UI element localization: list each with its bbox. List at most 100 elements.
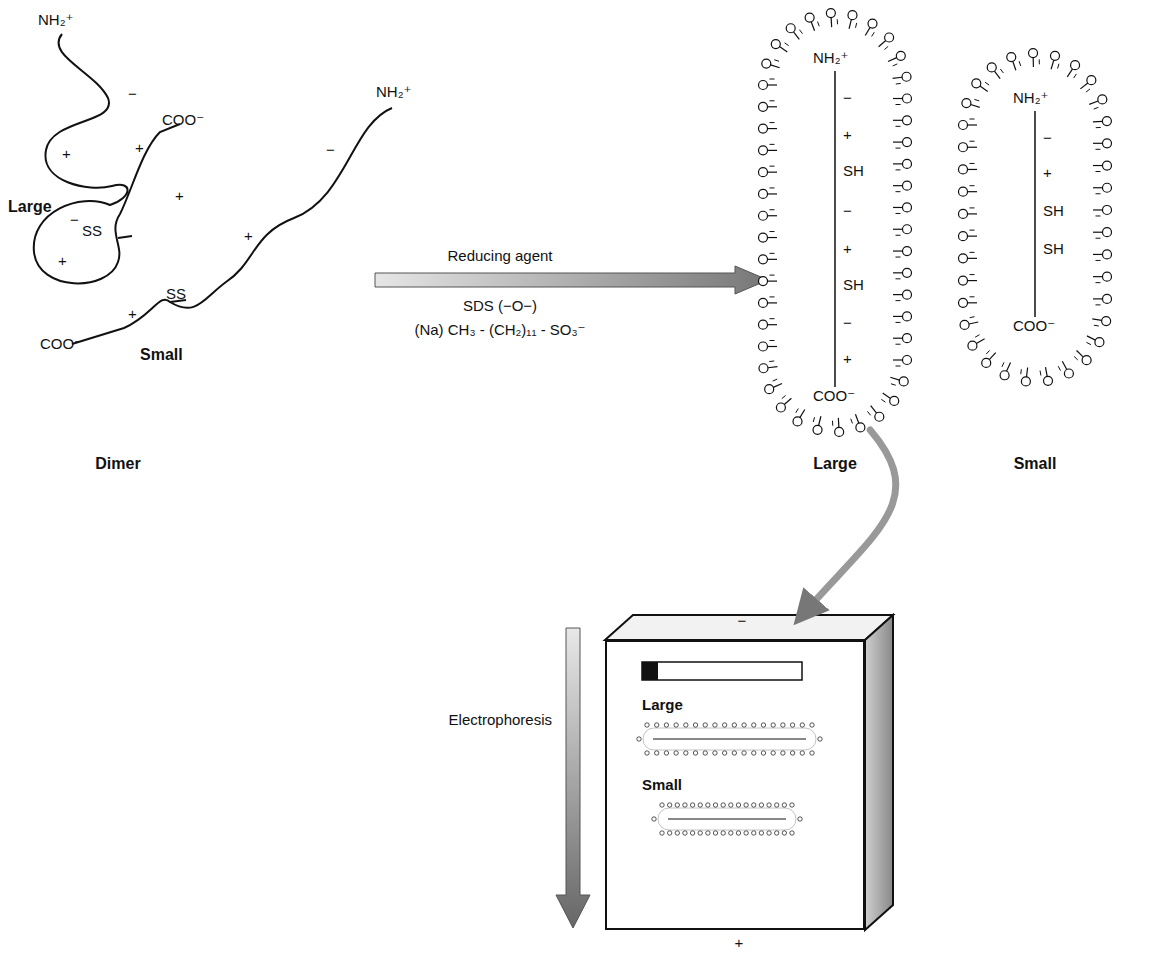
- sds-molecule: [1093, 205, 1112, 216]
- sds-molecule: [867, 406, 883, 422]
- text-label: Electrophoresis: [449, 712, 552, 729]
- sds-molecule: [759, 297, 778, 308]
- sds-molecule: [805, 13, 819, 31]
- text-label: +: [735, 935, 744, 952]
- charge-label: SH: [843, 277, 864, 294]
- sds-molecule: [893, 94, 912, 105]
- charge-label: +: [843, 351, 852, 368]
- disulfide: [118, 236, 186, 302]
- sds-molecule: [793, 409, 805, 426]
- sds-molecule: [759, 232, 778, 243]
- small-chain: [72, 108, 392, 344]
- sds-molecule: [962, 99, 980, 108]
- sds-molecule: [959, 119, 978, 130]
- sds-molecule: [879, 33, 894, 50]
- sds-molecule: [1093, 139, 1112, 150]
- sds-molecule: [759, 319, 778, 330]
- sds-molecule: [968, 335, 985, 350]
- charge-label: −: [1043, 130, 1052, 147]
- sds-molecule: [759, 144, 778, 155]
- sds-molecule: [1093, 183, 1112, 194]
- sds-molecule: [890, 377, 908, 386]
- sds-molecule: [1021, 368, 1031, 386]
- sds-molecule: [759, 210, 778, 221]
- sds-molecule: [959, 186, 978, 197]
- sds-molecule: [959, 163, 978, 174]
- sds-molecule: [826, 9, 837, 27]
- sds-molecule: [848, 11, 857, 29]
- text-label: SS: [166, 286, 186, 303]
- large-chain: [34, 34, 180, 283]
- sample-well-fill: [642, 662, 658, 680]
- sds-molecule: [959, 275, 978, 286]
- sds-molecule: [959, 252, 978, 263]
- sds-molecule: [1093, 228, 1112, 239]
- sds-molecule: [1040, 367, 1052, 385]
- gel-box: LargeSmall: [605, 640, 865, 930]
- flow-arrow: [805, 430, 896, 612]
- sds-molecule: [759, 361, 777, 373]
- charge-label: NH₂⁺: [1013, 90, 1048, 107]
- text-label: NH₂⁺: [376, 84, 411, 101]
- sds-molecule: [959, 141, 978, 152]
- sds-molecule: [982, 350, 996, 367]
- sds-molecule: [893, 312, 912, 323]
- sds-molecule: [765, 379, 782, 394]
- polypeptide-line: [1034, 111, 1036, 317]
- text-label: +: [62, 146, 71, 163]
- sds-molecule: [893, 203, 912, 214]
- charge-label: SH: [843, 163, 864, 180]
- text-label: −: [326, 142, 335, 159]
- charge-label: COO⁻: [1013, 318, 1055, 335]
- sds-molecule: [771, 40, 788, 52]
- sds-molecule: [1000, 362, 1010, 379]
- text-label: −: [70, 212, 79, 229]
- sds-molecule: [893, 138, 912, 149]
- sds-molecule: [786, 24, 802, 40]
- sds-molecule: [893, 72, 911, 84]
- text-label: +: [175, 188, 184, 205]
- sds-molecule: [759, 275, 778, 286]
- mini-complex: [652, 803, 802, 835]
- sds-molecule: [1058, 361, 1073, 378]
- sds-molecule: [759, 340, 778, 351]
- text-label: +: [128, 306, 137, 323]
- sds-molecule: [959, 297, 978, 308]
- sds-molecule: [776, 395, 791, 412]
- sds-molecule: [759, 79, 778, 90]
- band-label: Large: [642, 697, 683, 714]
- sds-molecule: [759, 123, 778, 133]
- sds-molecule: [893, 356, 912, 367]
- sds-molecule: [865, 19, 877, 36]
- sds-molecule: [1050, 51, 1059, 69]
- mini-complex: [637, 723, 822, 755]
- charge-label: +: [843, 127, 852, 144]
- text-label: +: [58, 253, 67, 270]
- band-label: Small: [642, 777, 682, 794]
- text-label: +: [135, 140, 144, 157]
- process-arrow: [375, 266, 768, 294]
- sds-molecule: [832, 418, 843, 436]
- sds-molecule: [1086, 336, 1103, 347]
- sds-molecule: [759, 188, 778, 199]
- sds-molecule: [1093, 161, 1112, 172]
- text-label: Small: [1014, 455, 1057, 473]
- sds-molecule: [959, 230, 978, 241]
- sds-molecule: [1093, 117, 1111, 128]
- sds-molecule: [759, 253, 778, 264]
- sds-molecule: [1007, 53, 1021, 71]
- text-label: −: [128, 86, 137, 103]
- polypeptide-line: [834, 71, 836, 387]
- text-label: NH₂⁺: [38, 12, 73, 29]
- sds-molecule: [972, 79, 989, 92]
- sds-molecule: [893, 225, 912, 236]
- sds-molecule: [893, 290, 912, 301]
- text-label: COO⁻: [40, 336, 82, 353]
- charge-label: −: [843, 203, 852, 220]
- node-art: [755, 5, 915, 440]
- sds-molecule: [987, 63, 1003, 79]
- sds-molecule: [1093, 272, 1112, 283]
- text-label: SDS (−O−): [463, 298, 537, 315]
